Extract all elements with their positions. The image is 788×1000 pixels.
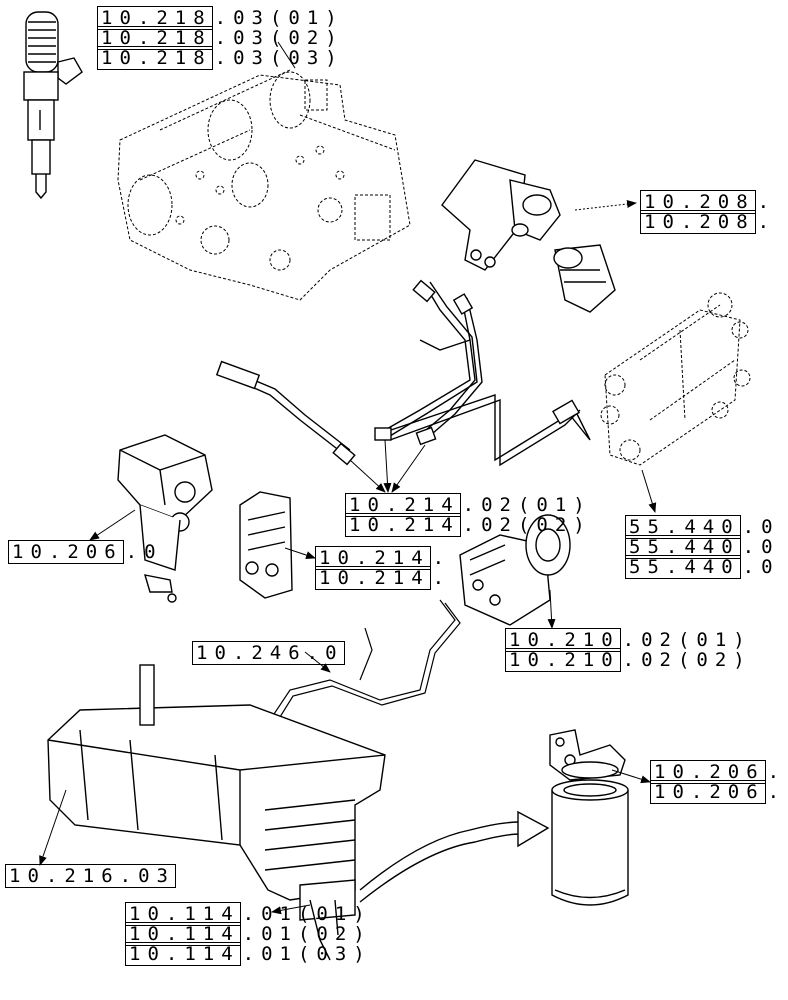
injector-drawing bbox=[23, 11, 83, 200]
callout-line: 10.208. bbox=[640, 210, 776, 234]
callout-line: 10.216.03 bbox=[5, 864, 176, 888]
callout-line: 10.208. bbox=[640, 190, 776, 214]
callout-line: 10.206. bbox=[650, 760, 786, 784]
callout-pump-filter[interactable]: 10.208. 10.208. bbox=[640, 190, 776, 234]
callout-fuel-lines[interactable]: 10.214.02(01) 10.214.02(02) bbox=[345, 493, 592, 537]
callout-line: 10.206. bbox=[650, 780, 786, 804]
callout-line: 10.210.02(02) bbox=[505, 648, 752, 672]
callout-line: 10.218.03(01) bbox=[97, 6, 344, 30]
callout-line: 10.214.02(02) bbox=[345, 513, 592, 537]
callout-sender[interactable]: 10.114.01(01) 10.114.01(02) 10.114.01(03… bbox=[125, 902, 372, 966]
callout-line: 10.210.02(01) bbox=[505, 628, 752, 652]
callout-prefilter[interactable]: 10.206.0 bbox=[8, 540, 163, 564]
callout-plate[interactable]: 10.214. 10.214. bbox=[315, 546, 451, 590]
fuel-tank-drawing bbox=[47, 664, 386, 961]
prefilter-drawing bbox=[117, 434, 213, 603]
callout-line: 55.440.0 bbox=[625, 555, 780, 579]
callout-hp-pump[interactable]: 10.210.02(01) 10.210.02(02) bbox=[505, 628, 752, 672]
fuel-filter-drawing bbox=[549, 729, 629, 906]
callout-line: 10.218.03(02) bbox=[97, 26, 344, 50]
callout-tank[interactable]: 10.216.03 bbox=[5, 864, 176, 888]
callout-line: 10.246.0 bbox=[192, 641, 345, 665]
callout-line: 10.214. bbox=[315, 546, 451, 570]
plate-drawing bbox=[239, 491, 293, 599]
callout-filter[interactable]: 10.206. 10.206. bbox=[650, 760, 786, 804]
bracket-drawing bbox=[600, 292, 751, 466]
fuel-pump-drawing bbox=[441, 159, 616, 313]
callout-line: 55.440.0 bbox=[625, 535, 780, 559]
callout-line: 10.114.01(01) bbox=[125, 902, 372, 926]
callout-line: 10.218.03(03) bbox=[97, 46, 344, 70]
hp-pump-drawing bbox=[459, 514, 571, 626]
callout-line: 10.114.01(02) bbox=[125, 922, 372, 946]
callout-bracket[interactable]: 55.440.0 55.440.0 55.440.0 bbox=[625, 515, 780, 579]
callout-line: 10.214.02(01) bbox=[345, 493, 592, 517]
callout-line: 10.214. bbox=[315, 566, 451, 590]
callout-line: 10.114.01(03) bbox=[125, 942, 372, 966]
fuel-lines-drawing bbox=[215, 279, 591, 467]
harness-drawing bbox=[259, 599, 461, 746]
callout-harness[interactable]: 10.246.0 bbox=[192, 641, 345, 665]
callout-line: 55.440.0 bbox=[625, 515, 780, 539]
engine-block-drawing bbox=[117, 69, 411, 301]
callout-line: 10.206.0 bbox=[8, 540, 163, 564]
callout-injector[interactable]: 10.218.03(01) 10.218.03(02) 10.218.03(03… bbox=[97, 6, 344, 70]
